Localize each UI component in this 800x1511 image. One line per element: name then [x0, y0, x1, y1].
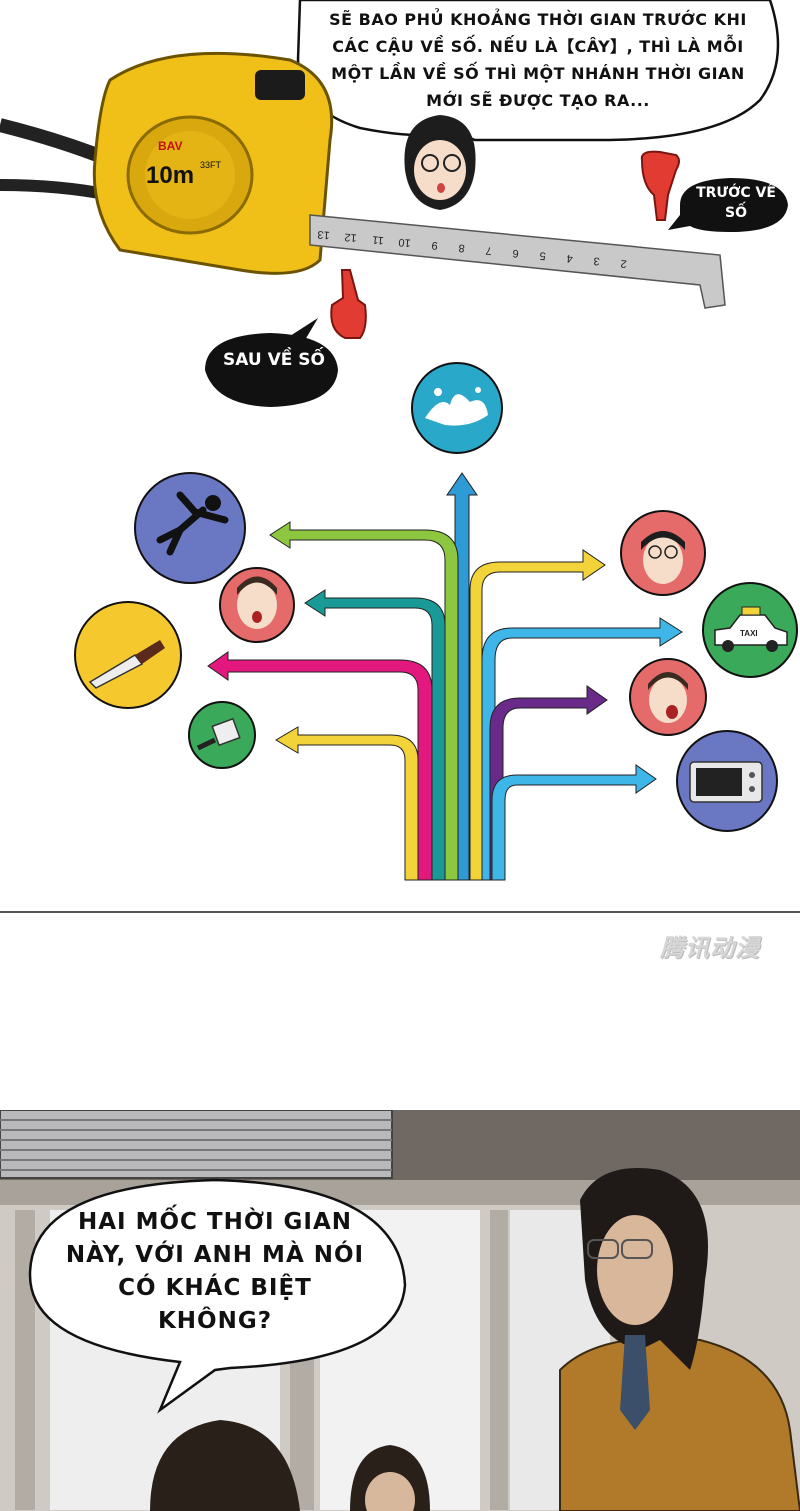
after-label-bubble — [205, 318, 338, 407]
curly-hair-man-head — [150, 1420, 300, 1511]
before-label-bubble — [668, 178, 788, 232]
watermark-logo: 腾讯动漫 — [660, 934, 760, 962]
ruler-number: 6 — [512, 247, 519, 259]
timeline-illustration: BAV 10m 33FT 13 12 11 10 9 8 7 6 5 4 3 2 — [0, 0, 798, 881]
glasses-woman-icon — [620, 510, 706, 596]
knife-icon — [74, 601, 182, 709]
ruler-number: 8 — [458, 241, 465, 253]
long-haired-man-figure — [559, 1168, 800, 1511]
tape-length: 10m — [146, 162, 194, 189]
screaming-girl-icon — [629, 658, 707, 736]
oven-icon — [676, 730, 778, 832]
taxi-label: TAXI — [740, 629, 758, 638]
glasses-woman-head-icon — [404, 115, 476, 210]
panel-divider — [0, 911, 800, 913]
ruler-number: 9 — [431, 239, 438, 251]
ruler-number: 2 — [620, 257, 627, 269]
red-hand-pointing-up-icon — [330, 269, 367, 339]
ruler-number: 10 — [398, 236, 411, 249]
ruler-number: 11 — [372, 233, 384, 246]
office-scene-illustration — [0, 1110, 800, 1511]
bottom-speech-bubble — [28, 1178, 407, 1414]
red-hand-pointing-down-icon — [640, 150, 680, 221]
ruler-number: 13 — [317, 228, 330, 241]
cleaver-icon — [188, 701, 256, 769]
after-rewind-label: Sau về số — [223, 350, 325, 370]
woman-head — [350, 1445, 430, 1511]
ruler-number: 4 — [566, 252, 573, 264]
surprised-girl-icon — [219, 567, 295, 643]
taxi-icon: TAXI — [702, 582, 798, 678]
ruler-number: 5 — [539, 249, 546, 261]
before-rewind-label: Trước về số — [696, 185, 776, 221]
tape-measure-icon: BAV 10m 33FT 13 12 11 10 9 8 7 6 5 4 3 2 — [0, 51, 726, 309]
ruler-number: 12 — [344, 231, 357, 244]
tape-brand: BAV — [158, 139, 182, 153]
panel-timeline-diagram: BAV 10m 33FT 13 12 11 10 9 8 7 6 5 4 3 2 — [0, 0, 798, 881]
splash-icon — [411, 362, 503, 454]
falling-person-icon — [134, 472, 246, 584]
bottom-speech-text: Hai mốc thời gian này, với anh mà nói có… — [65, 1209, 365, 1334]
tape-sub: 33FT — [200, 160, 222, 170]
panel-office-scene — [0, 1110, 800, 1511]
ruler-number: 3 — [593, 254, 600, 266]
ruler-numbers: 13 12 11 10 9 8 7 6 5 4 3 2 — [317, 228, 627, 270]
ruler-number: 7 — [485, 244, 492, 256]
top-speech-text: Sẽ bao phủ khoảng thời gian trước khi cá… — [329, 10, 747, 110]
branching-arrows — [207, 472, 683, 881]
